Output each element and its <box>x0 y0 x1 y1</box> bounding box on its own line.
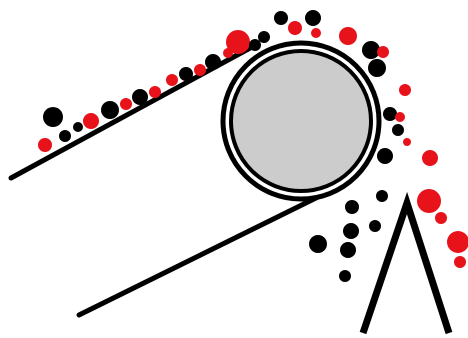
particle-black <box>132 89 148 105</box>
particle-red <box>311 28 321 38</box>
particle-black <box>377 148 393 164</box>
particle-black <box>309 235 327 253</box>
particle-black <box>101 101 119 119</box>
particle-black <box>59 130 71 142</box>
particle-black <box>249 39 261 51</box>
particle-black <box>179 67 193 81</box>
particle-red <box>377 46 389 58</box>
particle-red <box>422 150 438 166</box>
particle-red <box>288 21 302 35</box>
particle-black <box>376 190 388 202</box>
particle-red <box>399 84 411 96</box>
particle-red <box>38 138 52 152</box>
particle-red <box>454 256 466 268</box>
head-roller <box>223 43 379 199</box>
particle-red <box>417 189 441 213</box>
particle-red <box>403 138 411 146</box>
particle-black <box>205 54 221 70</box>
particle-red <box>447 231 468 253</box>
particle-black <box>258 31 270 43</box>
particle-black <box>43 107 63 127</box>
particle-black <box>339 270 351 282</box>
particle-black <box>305 10 321 26</box>
particle-red <box>339 27 357 45</box>
particle-red <box>166 74 178 86</box>
particle-black <box>383 107 397 121</box>
particle-black <box>345 200 359 214</box>
particle-red <box>120 98 132 110</box>
particle-red <box>226 30 250 54</box>
particle-black <box>368 59 386 77</box>
particle-red <box>395 112 405 122</box>
particle-black <box>369 220 381 232</box>
particle-red <box>83 113 99 129</box>
particle-black <box>274 11 288 25</box>
particle-black <box>340 242 356 258</box>
particle-red <box>149 86 161 98</box>
particle-black <box>392 124 404 136</box>
particle-black <box>343 223 359 239</box>
roller-drum <box>231 51 371 191</box>
particle-black <box>362 41 380 59</box>
particle-red <box>435 212 447 224</box>
particle-black <box>73 122 83 132</box>
particle-red <box>194 64 206 76</box>
